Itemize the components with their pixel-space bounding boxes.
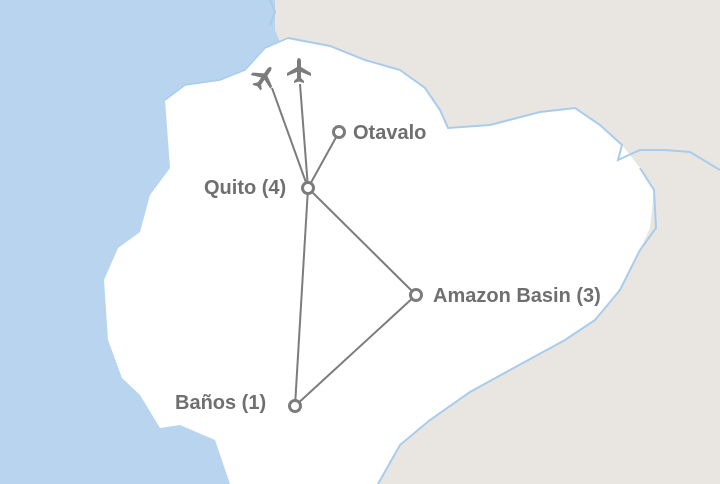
- airplane-arrival-icon: [250, 66, 273, 91]
- location-ring-icon: [288, 399, 302, 413]
- location-ring-icon: [409, 288, 423, 302]
- route-quito-amazon: [307, 187, 417, 296]
- location-ring-icon: [301, 181, 315, 195]
- border-peru: [377, 167, 658, 484]
- coastline-north: [164, 37, 289, 101]
- route-amazon-banos: [294, 294, 417, 407]
- place-label-otavalo: Otavalo: [353, 122, 427, 144]
- location-ring-icon: [332, 125, 346, 139]
- airplane-departure-icon: [287, 58, 311, 83]
- route-arrival-quito: [271, 87, 309, 189]
- place-label-amazon-basin: Amazon Basin (3): [433, 285, 601, 307]
- border-colombia: [287, 37, 720, 171]
- route-departure-quito: [299, 83, 309, 189]
- border-north: [269, 0, 277, 26]
- country-shape: [104, 38, 654, 484]
- place-markers: [288, 125, 423, 413]
- place-label-banos: Baños (1): [175, 392, 267, 414]
- route-lines: [271, 83, 417, 407]
- route-quito-otavalo: [307, 131, 340, 189]
- route-quito-banos: [294, 187, 309, 407]
- place-label-quito: Quito (4): [204, 177, 287, 199]
